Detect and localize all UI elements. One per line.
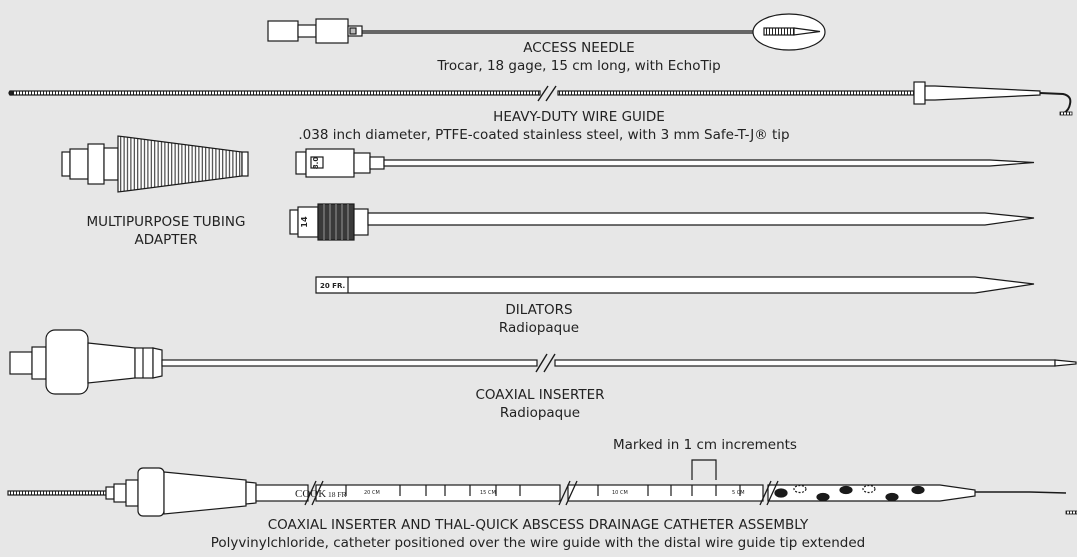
tubing-adapter-drawing bbox=[61, 135, 249, 193]
catheter-assembly-drawing bbox=[7, 459, 1077, 517]
tubing-adapter-label-line1: MULTIPURPOSE TUBING bbox=[86, 214, 246, 230]
catheter-brand-label: COOK bbox=[295, 488, 326, 500]
dilators-title: DILATORS bbox=[505, 302, 573, 318]
tubing-adapter-label-line2: ADAPTER bbox=[134, 232, 198, 248]
coaxial-inserter-subtitle: Radiopaque bbox=[499, 405, 581, 421]
coaxial-inserter-drawing bbox=[9, 329, 1077, 395]
dilators-subtitle: Radiopaque bbox=[498, 320, 580, 336]
catheter-mark-15cm: 15 CM bbox=[480, 490, 496, 496]
dilator-medium-size-label: 14 bbox=[300, 216, 309, 228]
catheter-assembly-subtitle: Polyvinylchloride, catheter positioned o… bbox=[210, 535, 866, 551]
wire-guide-title: HEAVY-DUTY WIRE GUIDE bbox=[493, 109, 665, 125]
dilator-small-drawing bbox=[295, 148, 1035, 178]
catheter-mark-20cm: 20 CM bbox=[364, 490, 380, 496]
catheter-mark-10cm: 10 CM bbox=[612, 490, 628, 496]
access-needle-subtitle: Trocar, 18 gage, 15 cm long, with EchoTi… bbox=[437, 58, 721, 74]
dilator-large-size-label: 20 FR. bbox=[320, 282, 345, 290]
coaxial-inserter-title: COAXIAL INSERTER bbox=[475, 387, 605, 403]
dilator-small-size-label: 8.0 bbox=[312, 157, 320, 170]
access-needle-title: ACCESS NEEDLE bbox=[523, 40, 635, 56]
catheter-mark-5cm: 5 CM bbox=[732, 490, 745, 496]
catheter-assembly-title: COAXIAL INSERTER AND THAL-QUICK ABSCESS … bbox=[267, 517, 809, 533]
dilator-large-drawing bbox=[315, 276, 1035, 294]
catheter-size-label: 18 FR bbox=[328, 490, 347, 499]
catheter-callout: Marked in 1 cm increments bbox=[613, 437, 797, 453]
wire-guide-drawing bbox=[8, 81, 1073, 116]
wire-guide-subtitle: .038 inch diameter, PTFE-coated stainles… bbox=[298, 127, 790, 143]
access-needle-drawing bbox=[267, 13, 826, 51]
dilator-medium-drawing bbox=[289, 203, 1035, 241]
